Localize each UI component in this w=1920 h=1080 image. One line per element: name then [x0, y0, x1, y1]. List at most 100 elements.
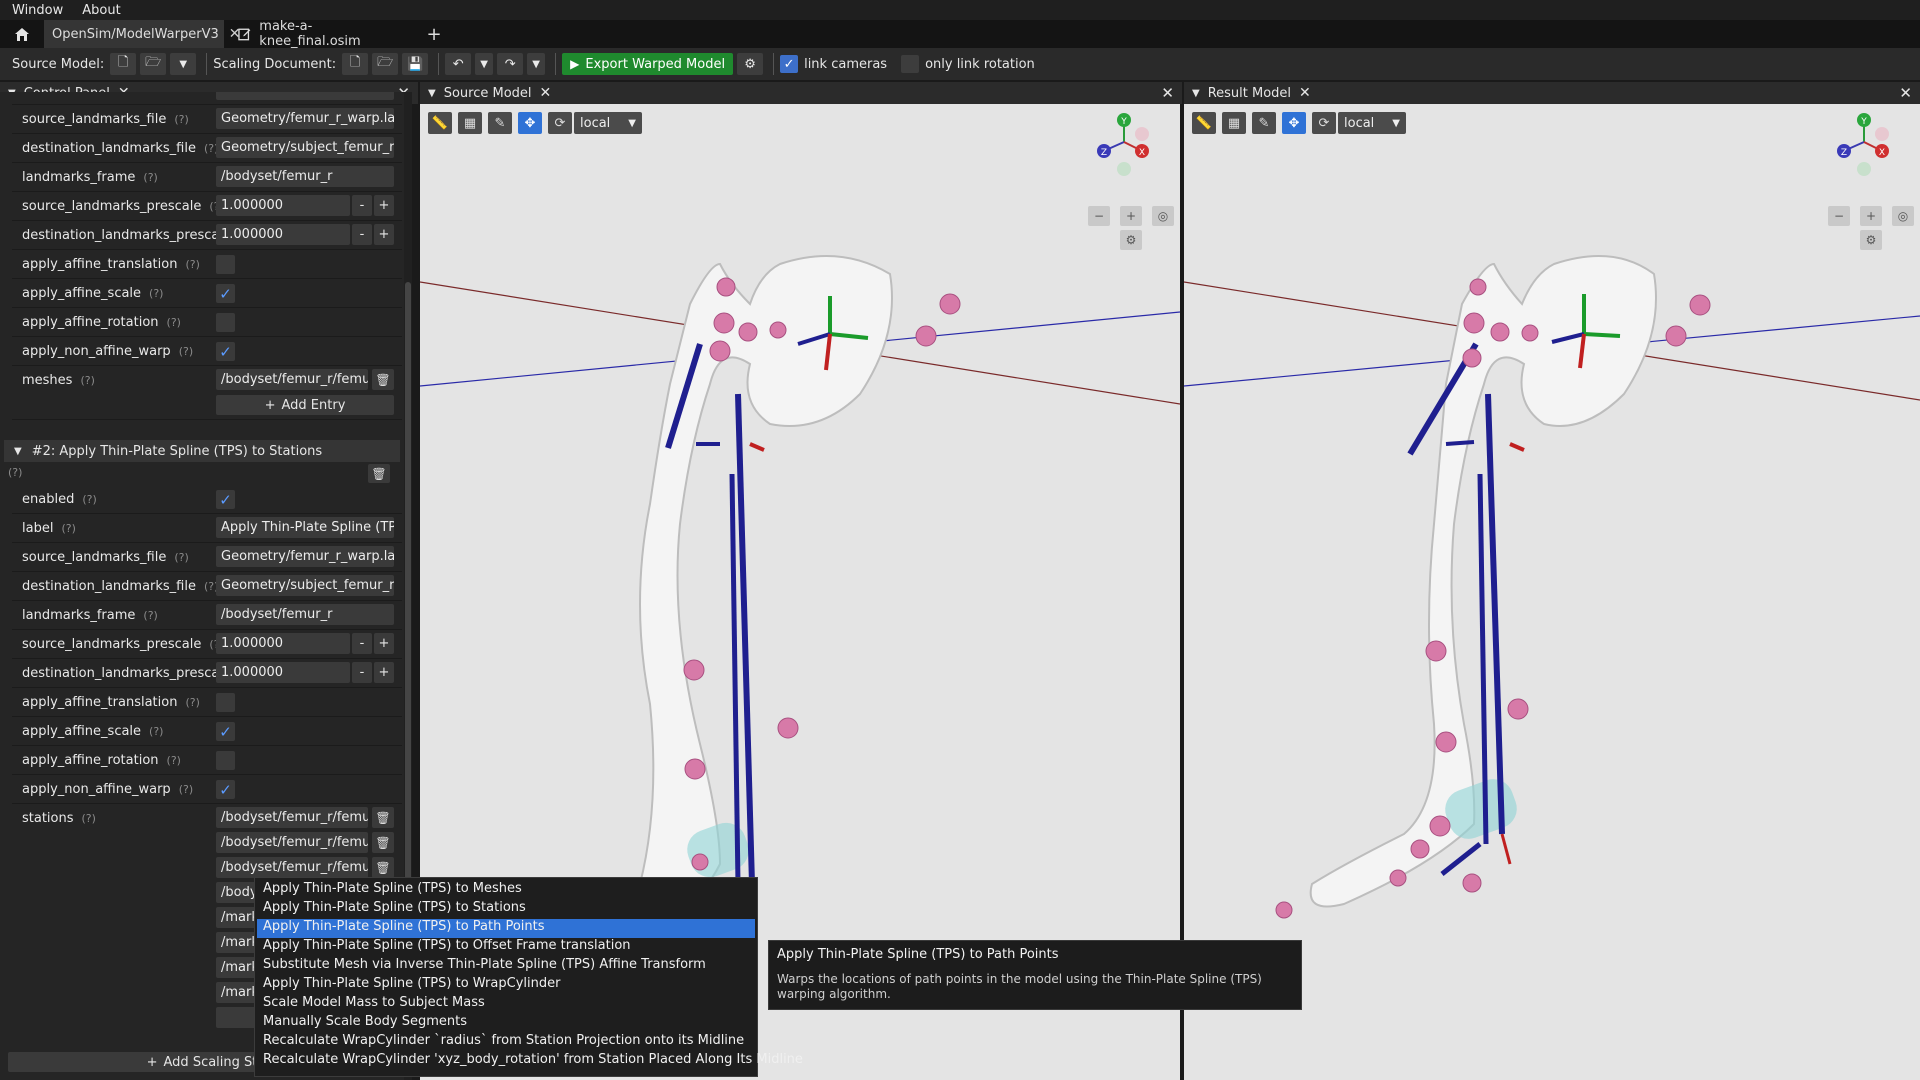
frame-select[interactable]: local ▼ [1338, 112, 1406, 134]
open-source-model-button[interactable]: 🗁 [140, 53, 167, 75]
menu-window[interactable]: Window [12, 2, 64, 18]
close-panel-icon[interactable]: ✕ [1899, 84, 1912, 102]
rotate-icon[interactable]: ⟳ [1312, 112, 1336, 134]
help-marker[interactable]: (?) [203, 142, 219, 155]
move-icon[interactable]: ✥ [518, 112, 542, 134]
delete-step-button[interactable]: 🗑 [368, 464, 390, 483]
zoom-out-icon[interactable]: − [1828, 206, 1850, 226]
source-landmarks-prescale-input[interactable]: 1.000000 [216, 633, 350, 654]
help-marker[interactable]: (?) [166, 316, 181, 329]
increment-button[interactable]: + [374, 224, 394, 245]
home-tab[interactable] [0, 20, 44, 48]
autofocus-icon[interactable]: ◎ [1152, 206, 1174, 226]
help-marker[interactable]: (?) [149, 725, 164, 738]
source-landmarks-file-field[interactable]: Geometry/femur_r_warp.landmarks [216, 108, 394, 129]
help-marker[interactable]: (?) [209, 200, 220, 213]
scrollbar-track[interactable] [404, 92, 412, 1080]
redo-button[interactable]: ↷ [497, 53, 524, 75]
apply-affine-rotation-checkbox[interactable] [216, 313, 235, 332]
menu-item-tps-stations[interactable]: Apply Thin-Plate Spline (TPS) to Station… [263, 900, 526, 915]
landmarks-frame-field[interactable]: /bodyset/femur_r [216, 604, 394, 625]
redo-history-dropdown[interactable]: ▼ [527, 53, 546, 75]
delete-entry-button[interactable]: 🗑 [372, 807, 394, 828]
help-marker[interactable]: (?) [166, 754, 181, 767]
collapse-triangle-icon[interactable]: ▼ [14, 445, 22, 457]
source-landmarks-file-field[interactable]: Geometry/femur_r_warp.landmarks [216, 546, 394, 567]
increment-button[interactable]: + [374, 195, 394, 216]
undo-button[interactable]: ↶ [445, 53, 472, 75]
link-cameras-checkbox[interactable]: ✓ [780, 55, 799, 73]
help-marker[interactable]: (?) [81, 812, 96, 825]
help-marker[interactable]: (?) [178, 345, 194, 358]
source-model-dropdown[interactable]: ▼ [170, 53, 197, 75]
scrollbar-thumb[interactable] [405, 282, 411, 902]
zoom-in-icon[interactable]: + [1860, 206, 1882, 226]
export-warped-model-button[interactable]: ▶ Export Warped Model [562, 53, 734, 75]
collapse-triangle-icon[interactable]: ▼ [1192, 87, 1200, 99]
menu-item-manual-scale[interactable]: Manually Scale Body Segments [263, 1014, 468, 1029]
add-tab-button[interactable]: + [414, 20, 454, 48]
help-marker[interactable]: (?) [149, 287, 164, 300]
menu-item-recalc-rotation[interactable]: Recalculate WrapCylinder 'xyz_body_rotat… [263, 1052, 803, 1067]
apply-affine-scale-checkbox[interactable]: ✓ [216, 284, 235, 303]
ruler-icon[interactable]: 📏 [1192, 112, 1216, 134]
menu-about[interactable]: About [82, 2, 121, 18]
destination-landmarks-file-field[interactable]: Geometry/subject_femur_r.landmarks [216, 137, 394, 158]
apply-affine-scale-checkbox[interactable]: ✓ [216, 722, 235, 741]
station-entry-field[interactable]: /bodyset/femur_r/femur [216, 807, 368, 828]
menu-item-recalc-radius[interactable]: Recalculate WrapCylinder `radius` from S… [263, 1033, 745, 1048]
grid-icon[interactable]: ▦ [458, 112, 482, 134]
move-icon[interactable]: ✥ [1282, 112, 1306, 134]
landmarks-frame-field[interactable]: /bodyset/femur_r [216, 166, 394, 187]
menu-item-tps-wrapcylinder[interactable]: Apply Thin-Plate Spline (TPS) to WrapCyl… [263, 976, 561, 991]
decrement-button[interactable]: - [352, 633, 372, 654]
autofocus-icon[interactable]: ◎ [1892, 206, 1914, 226]
close-panel-icon[interactable]: ✕ [1161, 84, 1174, 102]
apply-affine-translation-checkbox[interactable] [216, 693, 235, 712]
apply-affine-translation-checkbox[interactable] [216, 255, 235, 274]
menu-item-substitute-mesh[interactable]: Substitute Mesh via Inverse Thin-Plate S… [263, 957, 706, 972]
destination-landmarks-prescale-input[interactable]: 1.000000 [216, 224, 350, 245]
viewport-divider[interactable] [1180, 104, 1184, 1080]
destination-landmarks-file-field[interactable]: Geometry/subject_femur_r.landmarks [216, 575, 394, 596]
zoom-in-icon[interactable]: + [1120, 206, 1142, 226]
pencil-icon[interactable]: ✎ [1252, 112, 1276, 134]
help-marker[interactable]: (?) [185, 696, 200, 709]
help-marker[interactable]: (?) [143, 609, 158, 622]
label-field[interactable]: Apply Thin-Plate Spline (TPS) to Station… [216, 517, 394, 538]
help-marker[interactable]: (?) [185, 258, 200, 271]
help-marker[interactable]: (?) [61, 522, 76, 535]
orientation-gizmo[interactable]: Y Z X [1090, 112, 1158, 182]
close-icon[interactable]: ✕ [228, 26, 241, 42]
increment-button[interactable]: + [374, 662, 394, 683]
help-marker[interactable]: (?) [174, 113, 189, 126]
label-field-partial[interactable] [216, 92, 394, 100]
help-marker[interactable]: (?) [82, 493, 97, 506]
undo-history-dropdown[interactable]: ▼ [475, 53, 494, 75]
close-icon[interactable]: ✕ [539, 85, 552, 101]
new-scaling-document-button[interactable]: 🗋 [342, 53, 369, 75]
tab-modelwarper[interactable]: OpenSim/ModelWarperV3 ✕ [44, 20, 241, 48]
menu-item-tps-path-points[interactable]: Apply Thin-Plate Spline (TPS) to Path Po… [257, 919, 755, 938]
help-marker[interactable]: (?) [143, 171, 158, 184]
mesh-entry-field[interactable]: /bodyset/femur_r/femur_r_geom [216, 369, 368, 390]
destination-landmarks-prescale-input[interactable]: 1.000000 [216, 662, 350, 683]
menu-item-tps-offset-frame[interactable]: Apply Thin-Plate Spline (TPS) to Offset … [263, 938, 631, 953]
help-marker[interactable]: (?) [8, 466, 23, 479]
decrement-button[interactable]: - [352, 662, 372, 683]
help-marker[interactable]: (?) [203, 580, 219, 593]
open-scaling-document-button[interactable]: 🗁 [372, 53, 399, 75]
tab-osim-file[interactable]: make-a-knee_final.osim [224, 19, 414, 49]
export-settings-button[interactable]: ⚙ [737, 53, 764, 75]
station-entry-field[interactable]: /bodyset/femur_r/femur [216, 832, 368, 853]
only-link-rotation-checkbox[interactable] [901, 55, 920, 73]
frame-select[interactable]: local ▼ [574, 112, 642, 134]
grid-icon[interactable]: ▦ [1222, 112, 1246, 134]
help-marker[interactable]: (?) [209, 638, 220, 651]
collapse-triangle-icon[interactable]: ▼ [428, 87, 436, 99]
apply-non-affine-warp-checkbox[interactable]: ✓ [216, 342, 235, 361]
help-marker[interactable]: (?) [174, 551, 189, 564]
apply-non-affine-warp-checkbox[interactable]: ✓ [216, 780, 235, 799]
rotate-icon[interactable]: ⟳ [548, 112, 572, 134]
ruler-icon[interactable]: 📏 [428, 112, 452, 134]
